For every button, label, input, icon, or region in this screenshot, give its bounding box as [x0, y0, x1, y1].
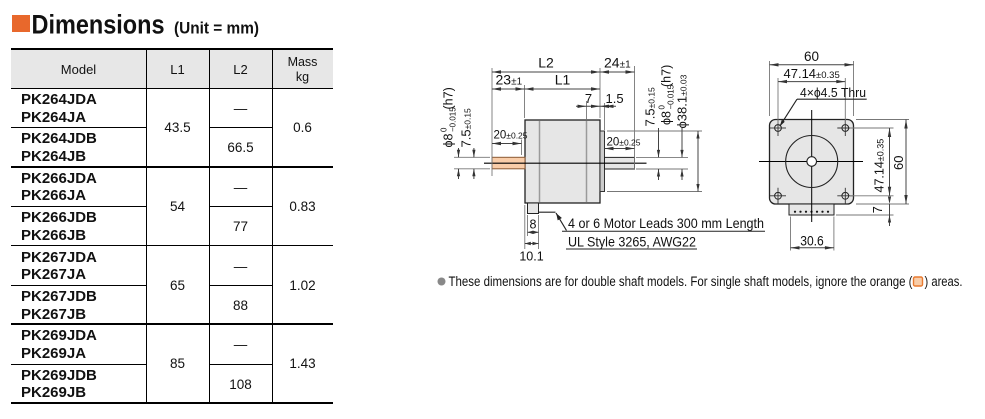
svg-text:10.1: 10.1 — [519, 250, 543, 264]
svg-text:(h7): (h7) — [442, 87, 456, 109]
svg-text:L2: L2 — [538, 55, 554, 71]
svg-text:24±1: 24±1 — [604, 55, 631, 71]
svg-text:0: 0 — [658, 105, 667, 110]
svg-text:) areas.: ) areas. — [925, 274, 963, 289]
svg-text:7: 7 — [871, 206, 885, 213]
svg-text:7: 7 — [585, 91, 592, 106]
svg-text:7.5±0.15: 7.5±0.15 — [459, 108, 474, 148]
svg-text:ϕ8: ϕ8 — [442, 133, 456, 147]
svg-text:23±1: 23±1 — [496, 72, 523, 88]
svg-text:60: 60 — [804, 49, 819, 64]
svg-text:4 or 6 Motor Leads 300 mm Leng: 4 or 6 Motor Leads 300 mm Length — [568, 215, 764, 231]
svg-text:(Unit = mm): (Unit = mm) — [174, 19, 259, 38]
svg-text:−0.015: −0.015 — [667, 84, 676, 109]
svg-text:8: 8 — [530, 218, 537, 232]
svg-text:ϕ8: ϕ8 — [660, 111, 674, 125]
svg-text:4×ϕ4.5 Thru: 4×ϕ4.5 Thru — [800, 85, 866, 100]
svg-text:−0.015: −0.015 — [449, 107, 458, 132]
svg-text:60: 60 — [891, 156, 906, 170]
svg-text:47.14±0.35: 47.14±0.35 — [784, 66, 840, 81]
svg-text:47.14±0.35: 47.14±0.35 — [873, 139, 887, 193]
svg-text:L1: L1 — [555, 72, 571, 88]
svg-text:These dimensions are for doubl: These dimensions are for double shaft mo… — [449, 274, 913, 289]
svg-text:0: 0 — [440, 127, 449, 132]
svg-text:20±0.25: 20±0.25 — [607, 137, 641, 149]
svg-text:(h7): (h7) — [660, 65, 674, 87]
svg-text:UL Style 3265, AWG22: UL Style 3265, AWG22 — [568, 234, 696, 250]
svg-text:20±0.25: 20±0.25 — [494, 130, 528, 142]
svg-text:7.5±0.15: 7.5±0.15 — [643, 87, 658, 127]
svg-text:Dimensions: Dimensions — [32, 10, 165, 40]
svg-text:ϕ38.1±0.03: ϕ38.1±0.03 — [675, 74, 690, 128]
svg-text:1.5: 1.5 — [606, 91, 624, 106]
svg-text:30.6: 30.6 — [800, 233, 824, 249]
